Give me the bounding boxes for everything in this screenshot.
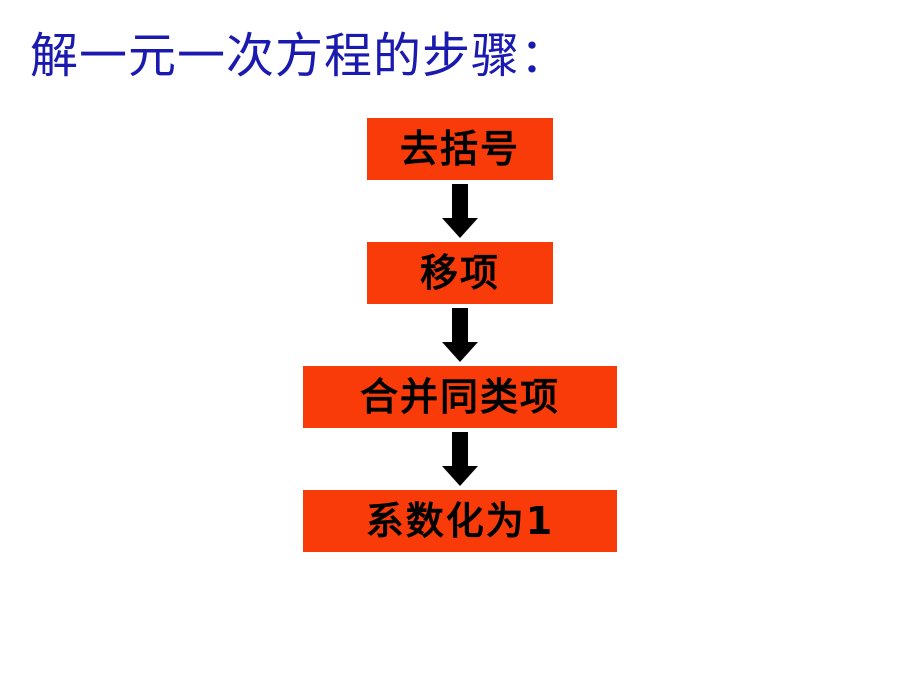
arrow-down-icon-1 (438, 180, 482, 242)
flow-step-1: 去括号 (367, 118, 553, 180)
flow-step-2-label: 移项 (419, 251, 500, 295)
arrow-head (442, 218, 478, 238)
flow-step-2: 移项 (367, 242, 553, 304)
flow-step-4-label: 系数化为1 (365, 499, 555, 543)
arrow-down-icon-3 (438, 428, 482, 490)
page-title: 解一元一次方程的步骤： (30, 28, 570, 84)
flowchart: 去括号 移项 合并同类项 系数化为1 (0, 118, 920, 552)
flow-step-3-label: 合并同类项 (359, 375, 560, 419)
arrow-shaft (452, 308, 468, 344)
arrow-down-icon-2 (438, 304, 482, 366)
arrow-head (442, 466, 478, 486)
arrow-shaft (452, 432, 468, 468)
flow-step-3: 合并同类项 (303, 366, 617, 428)
arrow-shaft (452, 184, 468, 220)
flow-step-4: 系数化为1 (303, 490, 617, 552)
flow-step-1-label: 去括号 (399, 127, 520, 171)
arrow-head (442, 342, 478, 362)
